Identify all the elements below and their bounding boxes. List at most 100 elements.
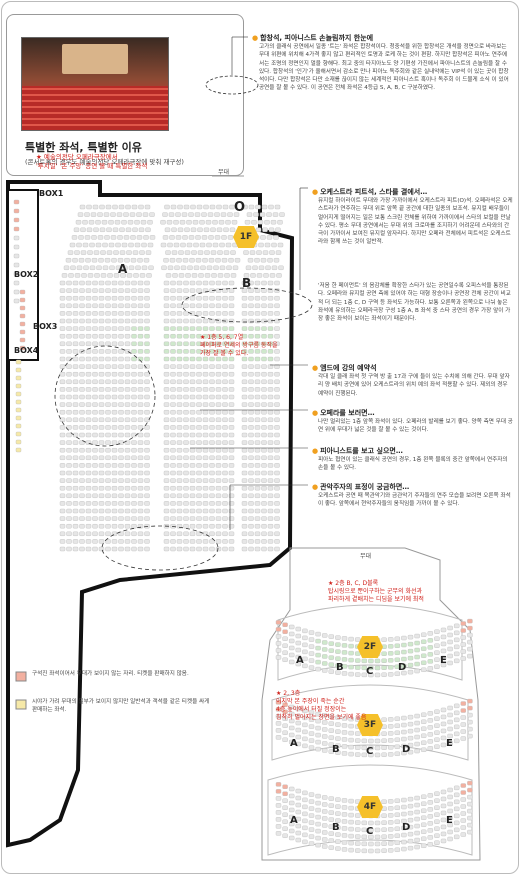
seat [76, 242, 82, 248]
seat [82, 242, 89, 248]
seat [72, 478, 79, 483]
seat [289, 631, 295, 637]
seat [180, 265, 187, 270]
seat [341, 737, 348, 742]
seat [355, 813, 361, 818]
seat [190, 227, 197, 233]
seat [315, 828, 321, 834]
seat [261, 379, 267, 384]
seat [215, 379, 222, 384]
seat [79, 318, 85, 324]
seat [188, 212, 194, 217]
seat [454, 813, 460, 819]
seat [302, 708, 308, 714]
seat [289, 793, 295, 799]
seat [454, 637, 460, 643]
seat [302, 811, 308, 817]
seat [209, 280, 215, 286]
seat [421, 660, 427, 665]
seat [126, 250, 132, 255]
seat [440, 627, 447, 633]
seat [215, 516, 222, 521]
seat [215, 463, 222, 468]
seat [59, 539, 66, 544]
seat [348, 737, 354, 743]
seat [228, 303, 235, 308]
seat [241, 516, 248, 521]
seat [394, 650, 400, 655]
seat [381, 665, 387, 670]
seat [215, 387, 222, 392]
seat [355, 658, 361, 663]
seat [308, 731, 315, 736]
section-heading-6: 피아니스트를 보고 싶으면… [312, 446, 403, 456]
seat [247, 258, 254, 263]
seat [144, 387, 150, 392]
seat [261, 402, 267, 407]
seat [124, 372, 131, 377]
seat [440, 707, 447, 713]
seat [394, 751, 400, 756]
seat [19, 313, 26, 319]
opera-hall-photo [21, 37, 169, 131]
seat [189, 303, 196, 308]
seat [267, 410, 274, 415]
seat [200, 265, 206, 270]
seat [454, 724, 460, 730]
seat [190, 204, 196, 210]
seat [15, 367, 22, 373]
seat [282, 798, 288, 803]
seat [308, 806, 315, 811]
seat [120, 273, 126, 278]
seat [66, 318, 72, 324]
seat [131, 546, 137, 552]
seat [254, 417, 261, 422]
seat [199, 219, 205, 225]
seat [66, 463, 72, 468]
seat [15, 439, 22, 445]
block-label-a: A [118, 262, 128, 276]
seat [265, 265, 271, 270]
seat [98, 258, 104, 263]
seat [111, 478, 118, 483]
seat [394, 671, 400, 676]
seat [454, 834, 460, 840]
seat [243, 273, 250, 278]
seat [454, 731, 460, 737]
seat [322, 720, 328, 725]
seat [111, 524, 118, 529]
seat [183, 508, 189, 514]
seat [73, 227, 80, 233]
seat [189, 341, 196, 346]
seat [183, 379, 189, 384]
seat [72, 372, 79, 377]
seat [184, 227, 190, 233]
seat [308, 820, 315, 825]
hall-wall [6, 180, 295, 848]
seat [407, 634, 414, 640]
photo-card: 특별한 좌석, 특별한 이유 (콘서트홀의 경우도 예술의전당 오페라극장에 맞… [6, 14, 244, 176]
seat [322, 741, 328, 746]
seat [268, 227, 275, 233]
seat [13, 262, 20, 268]
seat [341, 657, 348, 662]
seat [196, 280, 202, 286]
seat [78, 258, 85, 263]
seat [213, 265, 219, 270]
seat [388, 745, 394, 750]
seat [295, 654, 301, 660]
seat [183, 425, 189, 430]
seat [434, 636, 440, 641]
seat [261, 539, 267, 544]
seat [167, 265, 174, 270]
seat [124, 417, 131, 422]
seat [202, 478, 209, 483]
seat [454, 738, 460, 744]
seat [222, 288, 228, 293]
legend-text-2: 시야가 가려 무대의 일부가 보이지 않지만 일반석과 객석을 같은 티켓을 싸… [32, 699, 210, 714]
seat [72, 318, 79, 324]
seat [427, 631, 433, 636]
seat [335, 722, 341, 727]
seat [176, 303, 183, 308]
seat [183, 470, 189, 476]
